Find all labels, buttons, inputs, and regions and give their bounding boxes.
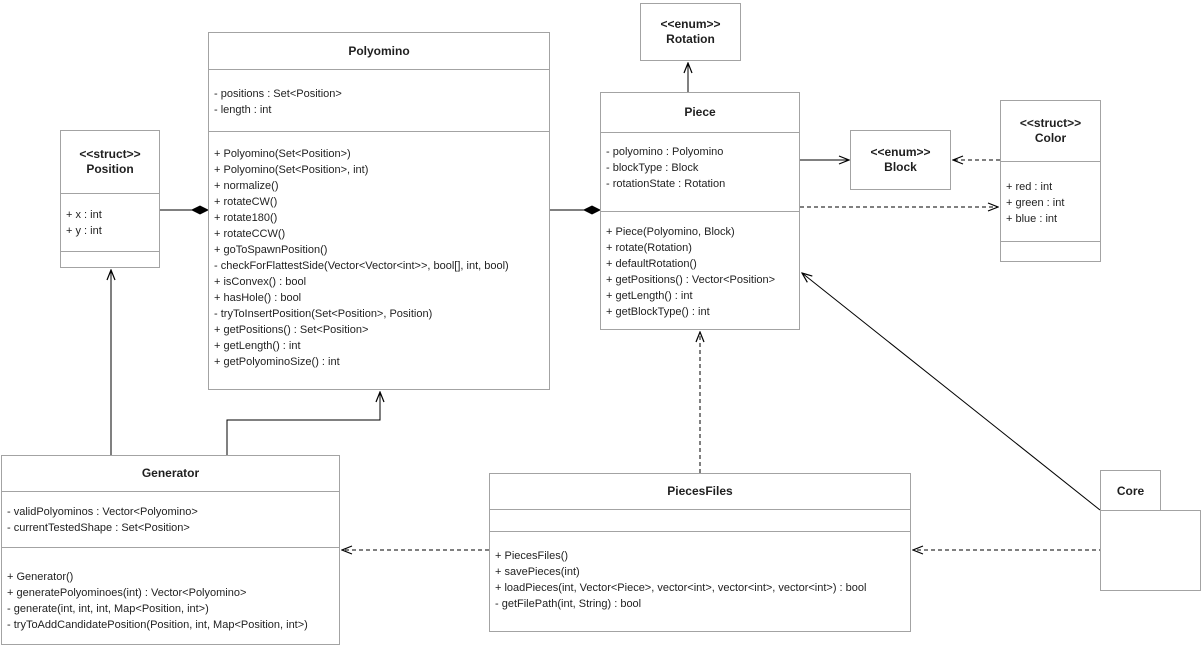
method: + normalize()	[214, 180, 279, 192]
attribute: + x : int	[66, 209, 102, 221]
class-title: Color	[1034, 131, 1067, 145]
method: + goToSpawnPosition()	[214, 244, 328, 256]
method: + rotate180()	[214, 212, 278, 224]
stereotype: <<struct>>	[1019, 116, 1082, 130]
method: + getPositions() : Vector<Position>	[606, 274, 776, 286]
class-block[interactable]: <<enum>> Block	[850, 130, 951, 190]
class-rotation[interactable]: <<enum>> Rotation	[640, 3, 741, 61]
method: - generate(int, int, int, Map<Position, …	[7, 603, 209, 615]
method: - tryToInsertPosition(Set<Position>, Pos…	[214, 308, 433, 320]
class-generator-attributes: - validPolyominos : Vector<Polyomino> - …	[2, 491, 339, 547]
method: + defaultRotation()	[606, 258, 697, 270]
class-title: Rotation	[666, 32, 715, 46]
class-block-title-compartment: <<enum>> Block	[851, 131, 950, 189]
package-title: Core	[1116, 483, 1145, 498]
package-core-body[interactable]	[1100, 510, 1201, 591]
class-title: Block	[884, 160, 917, 174]
class-polyomino-attributes: - positions : Set<Position> - length : i…	[209, 69, 549, 131]
method: + hasHole() : bool	[214, 292, 302, 304]
method: + generatePolyominoes(int) : Vector<Poly…	[7, 587, 247, 599]
class-piece-attributes: - polyomino : Polyomino - blockType : Bl…	[601, 132, 799, 211]
method: + savePieces(int)	[495, 566, 580, 578]
class-piece-title-compartment: Piece	[601, 93, 799, 132]
method: + Polyomino(Set<Position>)	[214, 148, 351, 160]
attribute: - length : int	[214, 104, 272, 116]
class-generator[interactable]: Generator - validPolyominos : Vector<Pol…	[1, 455, 340, 645]
class-title: Piece	[684, 105, 716, 119]
method: + rotateCCW()	[214, 228, 286, 240]
attribute: + blue : int	[1006, 213, 1058, 225]
method: + isConvex() : bool	[214, 276, 307, 288]
method: + getBlockType() : int	[606, 306, 710, 318]
method: + Generator()	[7, 571, 74, 583]
attribute: - positions : Set<Position>	[214, 88, 342, 100]
method: + getLength() : int	[606, 290, 693, 302]
class-title: Position	[86, 162, 134, 176]
package-core-tab[interactable]: Core	[1100, 470, 1161, 511]
stereotype: <<enum>>	[660, 17, 721, 31]
stereotype: <<struct>>	[79, 147, 141, 161]
class-color-title-compartment: <<struct>> Color	[1001, 101, 1100, 161]
class-polyomino-title-compartment: Polyomino	[209, 33, 549, 69]
class-position[interactable]: <<struct>> Position + x : int + y : int	[60, 130, 160, 268]
method: + getPositions() : Set<Position>	[214, 324, 369, 336]
class-position-attributes: + x : int + y : int	[61, 193, 159, 251]
class-color-methods	[1001, 241, 1100, 261]
class-position-title-compartment: <<struct>> Position	[61, 131, 159, 193]
attribute: - blockType : Block	[606, 162, 699, 174]
method: + rotateCW()	[214, 196, 278, 208]
attribute: - polyomino : Polyomino	[606, 146, 724, 158]
class-color-attributes: + red : int + green : int + blue : int	[1001, 161, 1100, 241]
attribute: + red : int	[1006, 181, 1053, 193]
attribute: - validPolyominos : Vector<Polyomino>	[7, 506, 198, 518]
class-piece-methods: + Piece(Polyomino, Block) + rotate(Rotat…	[601, 211, 799, 329]
class-polyomino-methods: + Polyomino(Set<Position>) + Polyomino(S…	[209, 131, 549, 389]
method: + PiecesFiles()	[495, 550, 569, 562]
class-piecesfiles-attributes	[490, 509, 910, 531]
class-rotation-title-compartment: <<enum>> Rotation	[641, 4, 740, 60]
class-title: Generator	[141, 466, 200, 480]
method: + Polyomino(Set<Position>, int)	[214, 164, 369, 176]
class-title: PiecesFiles	[667, 484, 733, 498]
class-piecesfiles[interactable]: PiecesFiles + PiecesFiles() + savePieces…	[489, 473, 911, 632]
class-title: Polyomino	[348, 43, 410, 58]
attribute: + green : int	[1006, 197, 1065, 209]
class-piece[interactable]: Piece - polyomino : Polyomino - blockTyp…	[600, 92, 800, 330]
class-polyomino[interactable]: Polyomino - positions : Set<Position> - …	[208, 32, 550, 390]
class-generator-title-compartment: Generator	[2, 456, 339, 491]
method: - tryToAddCandidatePosition(Position, in…	[7, 619, 308, 631]
class-piecesfiles-title-compartment: PiecesFiles	[490, 474, 910, 509]
method: + getPolyominoSize() : int	[214, 356, 340, 368]
class-piecesfiles-methods: + PiecesFiles() + savePieces(int) + load…	[490, 531, 910, 631]
method: + loadPieces(int, Vector<Piece>, vector<…	[495, 582, 867, 594]
attribute: - rotationState : Rotation	[606, 178, 726, 190]
rel-generator-polyomino-association	[226, 392, 380, 455]
attribute: + y : int	[66, 225, 102, 237]
class-color[interactable]: <<struct>> Color + red : int + green : i…	[1000, 100, 1101, 262]
method: + rotate(Rotation)	[606, 242, 692, 254]
method: + getLength() : int	[214, 340, 301, 352]
class-position-methods	[61, 251, 159, 267]
method: - checkForFlattestSide(Vector<Vector<int…	[214, 260, 509, 272]
class-generator-methods: + Generator() + generatePolyominoes(int)…	[2, 547, 339, 644]
stereotype: <<enum>>	[870, 145, 931, 159]
attribute: - currentTestedShape : Set<Position>	[7, 522, 190, 534]
method: + Piece(Polyomino, Block)	[606, 226, 735, 238]
method: - getFilePath(int, String) : bool	[495, 598, 642, 610]
